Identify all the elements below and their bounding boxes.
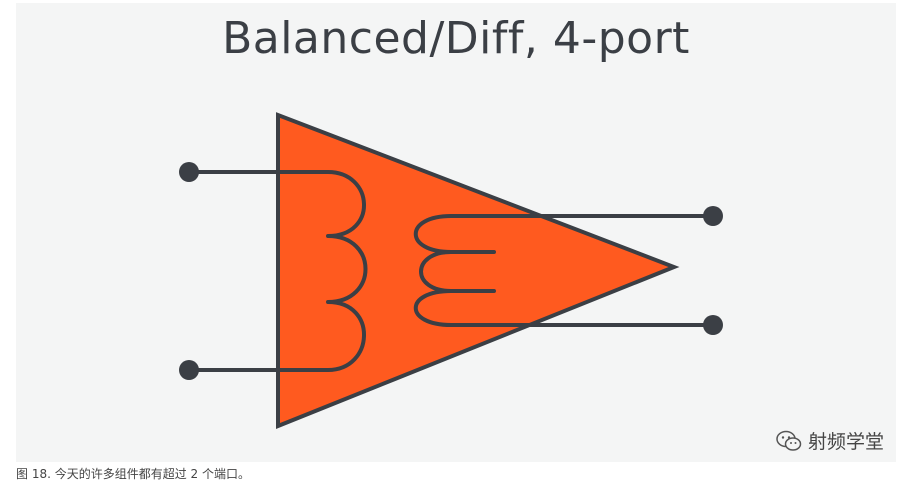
port-2-terminal <box>179 360 199 380</box>
port-1-terminal <box>179 162 199 182</box>
balun-amplifier-diagram <box>179 112 723 429</box>
primary-winding <box>187 170 368 372</box>
figure-caption: 图 18. 今天的许多组件都有超过 2 个端口。 <box>16 467 250 481</box>
watermark-text: 射频学堂 <box>807 431 884 453</box>
secondary-winding <box>413 214 715 327</box>
diagram-title: Balanced/Diff, 4-port <box>222 13 690 64</box>
wechat-icon <box>776 430 802 451</box>
amplifier-triangle <box>276 112 680 429</box>
figure-panel: Balanced/Diff, 4-port 射频学堂 <box>16 3 896 462</box>
port-3-terminal <box>703 206 723 226</box>
port-4-terminal <box>703 315 723 335</box>
watermark: 射频学堂 <box>776 427 884 454</box>
